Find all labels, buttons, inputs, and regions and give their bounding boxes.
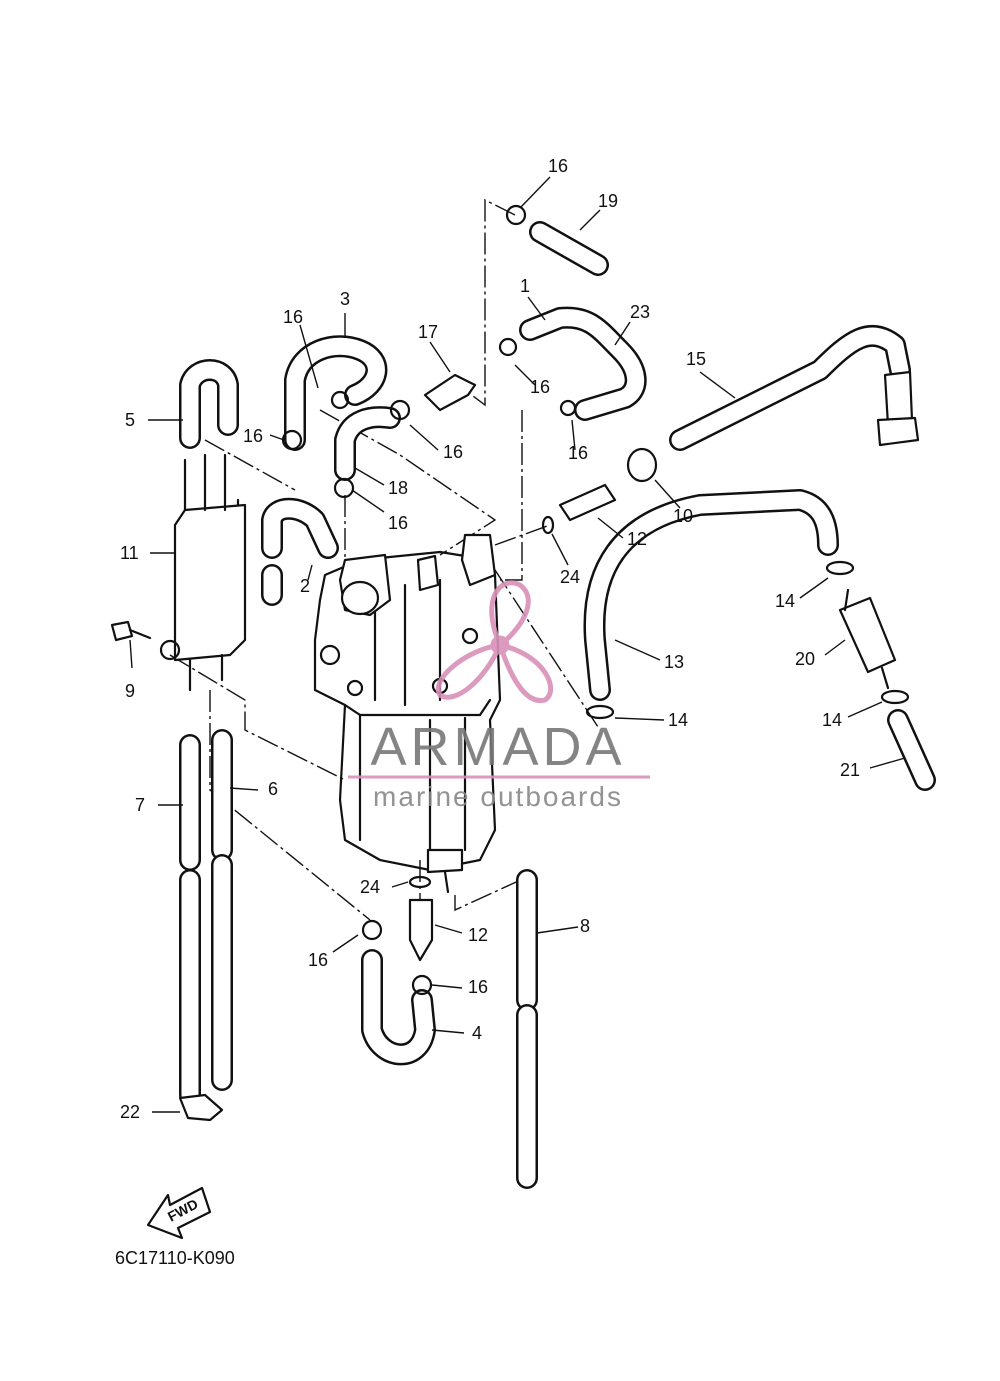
- callout-16: 16: [568, 443, 588, 463]
- callout-23: 23: [630, 302, 650, 322]
- callout-16: 16: [468, 977, 488, 997]
- callout-12: 12: [468, 925, 488, 945]
- callout-1: 1: [520, 276, 530, 296]
- callout-12: 12: [627, 529, 647, 549]
- callout-16: 16: [530, 377, 550, 397]
- callout-8: 8: [580, 916, 590, 936]
- callout-2: 2: [300, 576, 310, 596]
- fwd-arrow-icon: FWD: [146, 1186, 212, 1240]
- callout-10: 10: [673, 506, 693, 526]
- callout-16: 16: [283, 307, 303, 327]
- callout-13: 13: [664, 652, 684, 672]
- callout-16: 16: [308, 950, 328, 970]
- callout-16: 16: [243, 426, 263, 446]
- callout-20: 20: [795, 649, 815, 669]
- watermark-logo: ARMADA marine outboards: [348, 580, 650, 812]
- callout-22: 22: [120, 1102, 140, 1122]
- callout-5: 5: [125, 410, 135, 430]
- callout-11: 11: [120, 543, 139, 563]
- callout-14: 14: [822, 710, 842, 730]
- small-parts: [110, 204, 920, 1122]
- callout-9: 9: [125, 681, 135, 701]
- callout-14: 14: [775, 591, 795, 611]
- callout-16: 16: [548, 156, 568, 176]
- callout-24: 24: [560, 567, 580, 587]
- callout-21: 21: [840, 760, 860, 780]
- diagram-code: 6C17110-K090: [115, 1248, 235, 1268]
- leader-lines: [129, 176, 906, 1113]
- fuel-filter-assembly: [313, 533, 502, 894]
- callout-4: 4: [472, 1023, 482, 1043]
- callout-14: 14: [668, 710, 688, 730]
- callout-18: 18: [388, 478, 408, 498]
- callout-7: 7: [135, 795, 145, 815]
- callout-3: 3: [340, 289, 350, 309]
- callout-19: 19: [598, 191, 618, 211]
- callout-16: 16: [388, 513, 408, 533]
- callout-24: 24: [360, 877, 380, 897]
- watermark-subtitle: marine outboards: [373, 781, 623, 812]
- callout-15: 15: [686, 349, 706, 369]
- callouts: 16 19 1 3 23 16 17 15 16 5 16 16 16 18 1…: [120, 156, 860, 1122]
- callout-17: 17: [418, 322, 438, 342]
- callout-6: 6: [268, 779, 278, 799]
- watermark-title: ARMADA: [370, 717, 625, 777]
- callout-16: 16: [443, 442, 463, 462]
- hoses: [179, 221, 936, 1189]
